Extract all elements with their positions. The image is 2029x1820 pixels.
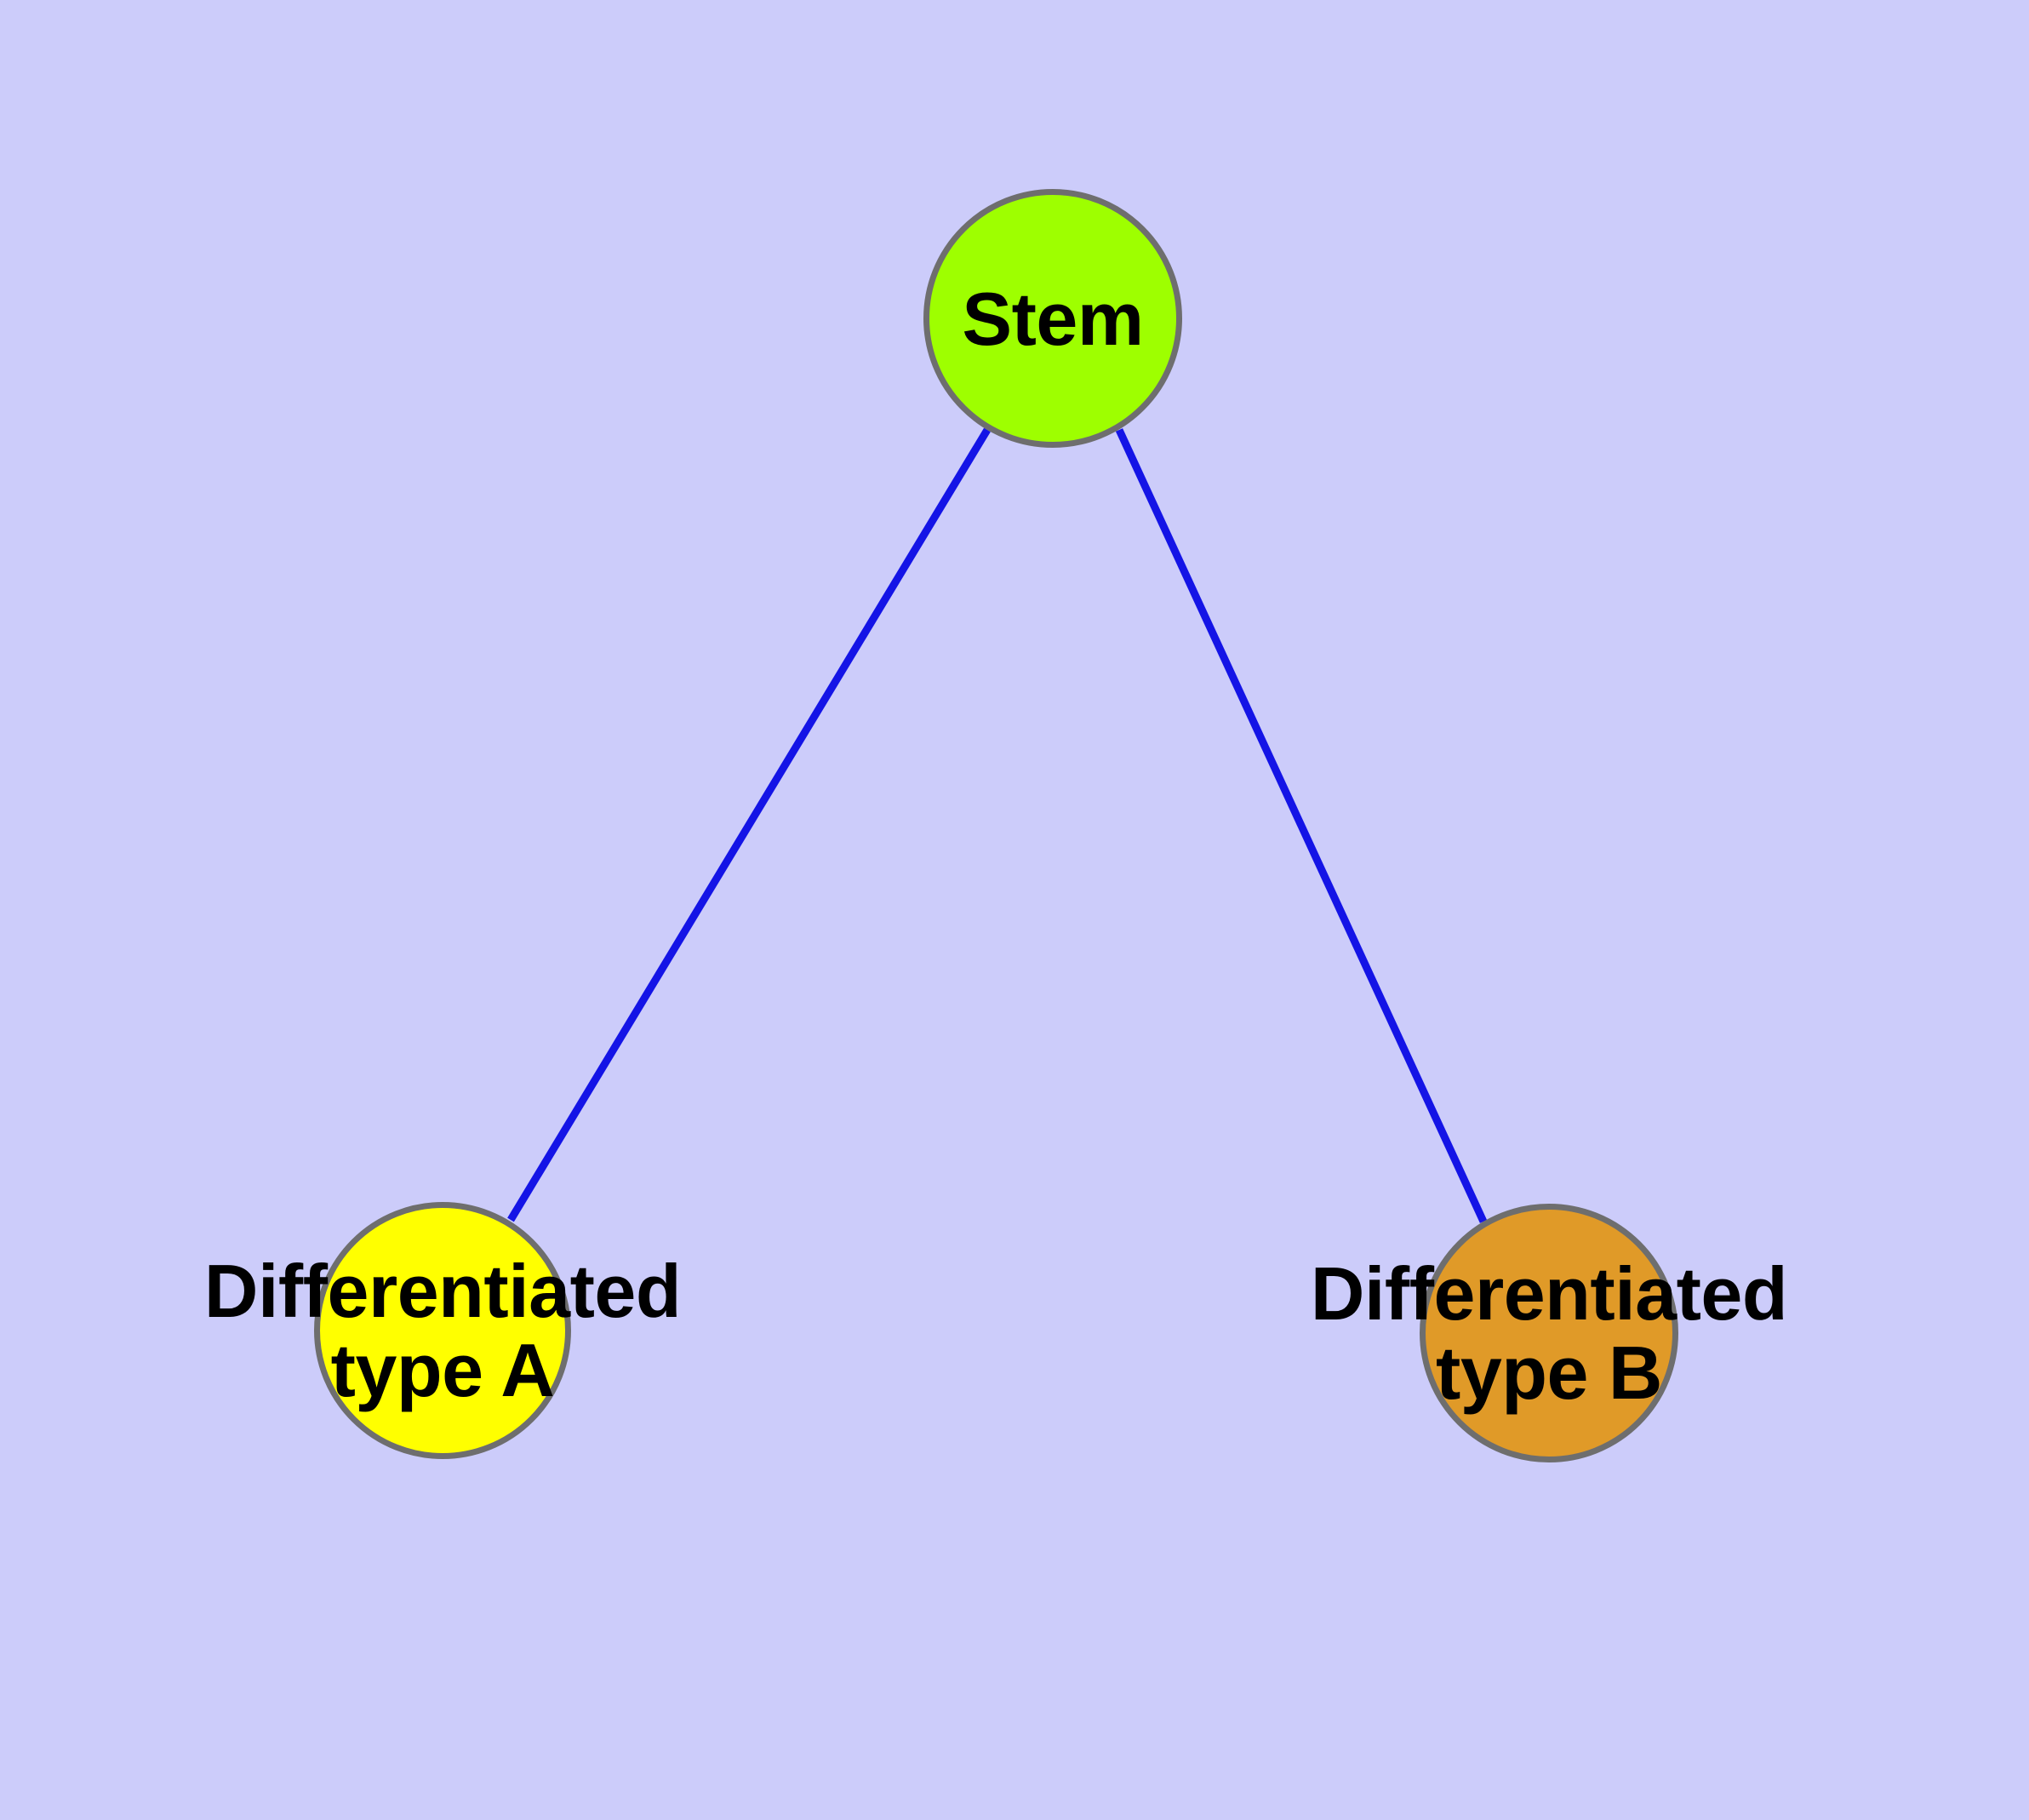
graph-node-stem[interactable]	[923, 189, 1182, 448]
edge-layer	[507, 427, 1488, 1223]
graph-edge-stem-to-diff-b	[1115, 428, 1488, 1223]
graph-node-diff-b[interactable]	[1420, 1204, 1678, 1462]
graph-edge-stem-to-diff-a	[507, 427, 991, 1222]
graph-node-diff-a[interactable]	[314, 1202, 571, 1459]
